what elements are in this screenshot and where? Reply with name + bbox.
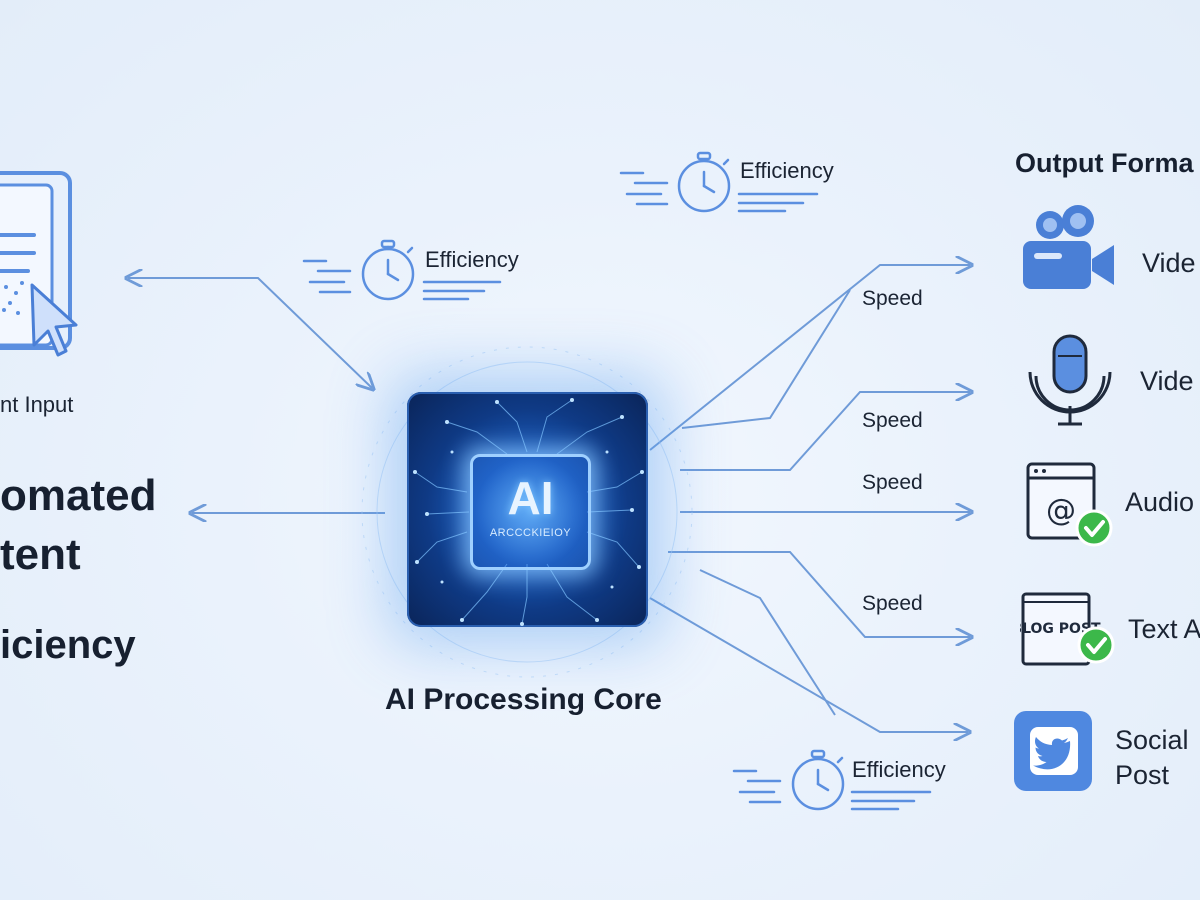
arrow-to-output-4 [668, 551, 970, 637]
efficiency-badge: Efficiency [300, 236, 540, 306]
speed-label: Speed [862, 592, 923, 615]
efficiency-label: Efficiency [852, 757, 946, 782]
output-label-2: Vide [1140, 366, 1194, 396]
speed-label: Speed [862, 471, 923, 494]
blog-post-icon-text: BLOG POST [1020, 621, 1101, 637]
output-label-5-line1: Social [1115, 725, 1189, 755]
arrow-to-output-1 [649, 265, 970, 451]
chip-ai-text: AI [507, 472, 554, 524]
speed-label: Speed [862, 287, 923, 310]
stopwatch-icon [732, 749, 932, 811]
efficiency-label: Efficiency [740, 158, 834, 183]
headline-line-2: tent [0, 530, 81, 579]
twitter-bird-icon [1014, 711, 1092, 791]
document-input-icon [0, 171, 78, 357]
efficiency-badge: Efficiency [617, 148, 857, 218]
circuit-traces [413, 398, 644, 626]
output-label-1: Vide [1142, 248, 1196, 278]
video-camera-icon [1023, 205, 1114, 289]
arrow-to-output-5 [649, 597, 968, 732]
output-label-5-line2: Post [1115, 760, 1170, 790]
arrow-to-output-1b [681, 289, 851, 429]
email-check-icon: @ [1026, 462, 1113, 547]
core-title: AI Processing Core [385, 683, 662, 716]
output-label-4: Text A [1128, 614, 1200, 644]
output-label-3: Audio [1125, 487, 1195, 517]
efficiency-label: Efficiency [425, 247, 519, 272]
arrow-to-output-2 [680, 392, 970, 471]
speed-label: Speed [862, 409, 923, 432]
efficiency-badge: Efficiency [730, 746, 970, 816]
chip-subtext: ARCCCKIEIOY [489, 527, 572, 539]
microphone-icon [1028, 334, 1112, 426]
stopwatch-icon [302, 239, 502, 301]
output-formats-title: Output Forma [1015, 148, 1194, 178]
ai-processing-core: AI ARCCCKIEIOY [407, 392, 648, 627]
stopwatch-icon [619, 151, 819, 213]
input-label: nt Input [0, 392, 74, 417]
core-glow-network [361, 346, 693, 678]
arrow-core-to-input [128, 278, 372, 388]
headline-line-3: iciency [0, 623, 136, 667]
headline-line-1: omated [0, 471, 157, 520]
blog-post-icon: BLOG POST [1020, 592, 1115, 666]
ai-chip: AI ARCCCKIEIOY [470, 454, 591, 570]
svg-text:@: @ [1046, 493, 1076, 528]
arrow-to-output-4b [699, 569, 836, 716]
